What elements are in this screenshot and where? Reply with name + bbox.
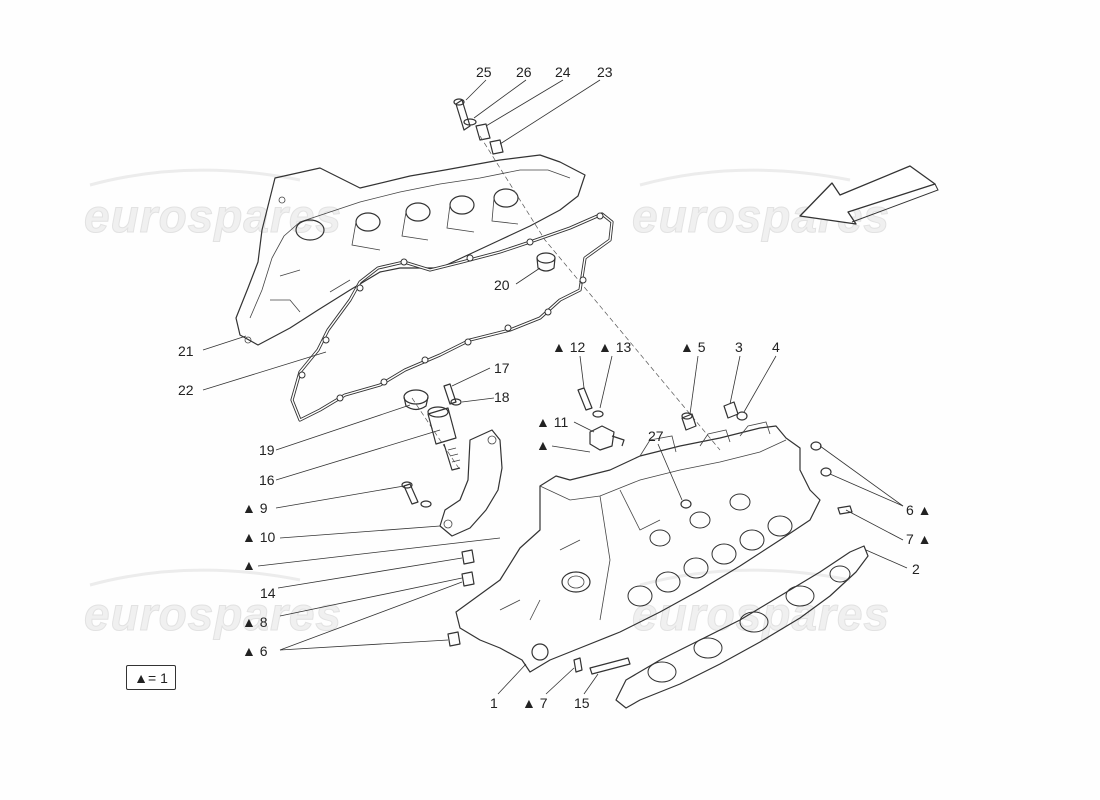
callout-20: 20 [494,277,510,293]
callout-6-left: ▲ 6 [242,643,268,659]
callout-7-right: 7 ▲ [906,531,932,547]
callout-6-right: 6 ▲ [906,502,932,518]
callout-18: 18 [494,389,510,405]
direction-arrow-icon [799,165,939,225]
callout-8: ▲ 8 [242,614,268,630]
callout-24: 24 [555,64,571,80]
callout-21: 21 [178,343,194,359]
callout-10: ▲ 10 [242,529,276,545]
valve-cover-part [235,154,586,346]
callout-23: 23 [597,64,613,80]
alignment-line-main [479,135,721,451]
callout-4: 4 [772,339,780,355]
bolt-9-part [401,481,432,508]
leader-lines [202,79,908,695]
callout-12: ▲ 12 [552,339,586,355]
filler-cap-part [403,389,429,411]
dowel-5-part [681,412,697,431]
watermark-bottom-left: eurospares [84,588,342,640]
watermark-bottom-right: eurospares [632,588,890,640]
callout-22: 22 [178,382,194,398]
dowel-3-4-part [723,401,748,421]
callout-14: 14 [260,585,276,601]
callout-1: 1 [490,695,498,711]
bolt-12-13-part [577,387,604,418]
callout-2: 2 [912,561,920,577]
callout-5: ▲ 5 [680,339,706,355]
cylinder-head-part [455,421,821,673]
valve-cover-gasket-part [290,212,614,422]
alignment-line-left [411,397,461,471]
head-gasket-part [615,545,869,709]
pin-7-15-part [573,505,853,675]
callout-26: 26 [516,64,532,80]
callout-triangle: ▲ [242,557,256,573]
callout-7-bottom: ▲ 7 [522,695,548,711]
callout-16: 16 [259,472,275,488]
bracket-10-part [439,429,503,537]
plug-20-part [536,252,556,272]
callout-15: 15 [574,695,590,711]
watermark-top-left: eurospares [84,190,342,242]
callout-19: 19 [259,442,275,458]
sensor-11-part [589,425,625,451]
bolt-17-part [443,383,462,406]
watermark-group: eurospares eurospares eurospares eurospa… [84,168,890,641]
callout-9: ▲ 9 [242,500,268,516]
legend-box: ▲= 1 [126,665,176,690]
callout-25: 25 [476,64,492,80]
dowel-pins-6-part [447,441,832,647]
callout-17: 17 [494,360,510,376]
callout-11-triangle: ▲ [536,437,550,453]
callout-27: 27 [648,428,664,444]
bolt-stack-part [453,98,504,155]
callout-13: ▲ 13 [598,339,632,355]
callout-11: ▲ 11 [536,414,568,430]
callout-labels: 25 26 24 23 20 21 22 ▲ 12 ▲ 13 ▲ 5 3 4 1… [178,64,932,711]
callout-3: 3 [735,339,743,355]
solenoid-16-part [427,406,461,471]
